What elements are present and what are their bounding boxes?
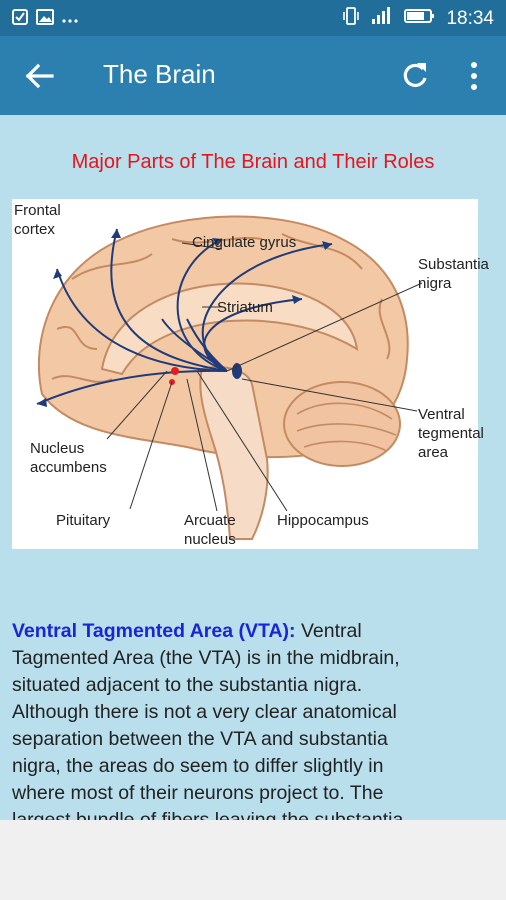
description-paragraph: Ventral Tagmented Area (VTA): Ventral Ta… <box>12 618 482 820</box>
body-line: Ventral <box>295 620 362 642</box>
more-dots-icon <box>62 11 78 29</box>
overflow-menu-button[interactable] <box>464 59 484 93</box>
content-area[interactable]: Major Parts of The Brain and Their Roles <box>0 115 506 820</box>
label-pituitary: Pituitary <box>56 512 111 529</box>
back-arrow-icon <box>25 63 54 89</box>
brain-illustration <box>36 215 423 540</box>
notification-icon <box>12 9 28 30</box>
battery-icon <box>404 7 436 30</box>
app-bar: The Brain <box>0 36 506 115</box>
term-heading: Ventral Tagmented Area (VTA): <box>12 620 296 642</box>
overflow-menu-icon <box>471 62 477 90</box>
label-cingulate-gyrus: Cingulate gyrus <box>192 234 297 251</box>
refresh-icon <box>403 63 427 88</box>
status-bar: 18:34 <box>0 0 506 36</box>
body-line: separation between the VTA and substanti… <box>12 728 388 750</box>
body-line: largest bundle of fibers leaving the sub… <box>12 809 404 820</box>
back-button[interactable] <box>22 58 58 94</box>
status-time: 18:34 <box>446 7 494 29</box>
label-striatum: Striatum <box>217 299 273 316</box>
signal-icon <box>370 6 394 31</box>
bottom-panel <box>0 820 506 900</box>
body-line: Tagmented Area (the VTA) is in the midbr… <box>12 647 400 669</box>
page-title: The Brain <box>103 59 216 89</box>
body-line: situated adjacent to the substantia nigr… <box>12 674 363 696</box>
refresh-button[interactable] <box>398 59 432 93</box>
body-line: nigra, the areas do seem to differ sligh… <box>12 755 384 777</box>
label-hippocampus: Hippocampus <box>277 512 369 529</box>
section-heading: Major Parts of The Brain and Their Roles <box>71 151 435 173</box>
body-line: where most of their neurons project to. … <box>12 782 384 804</box>
body-line: Although there is not a very clear anato… <box>12 701 397 723</box>
vibrate-icon <box>342 6 360 31</box>
gallery-icon <box>36 9 54 30</box>
